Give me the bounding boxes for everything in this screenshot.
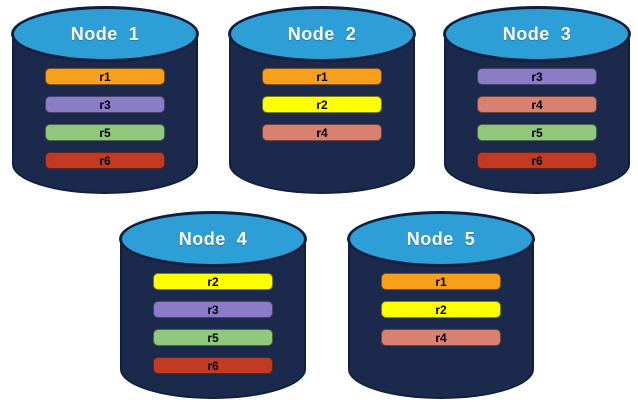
replica-label: r5 bbox=[207, 330, 219, 345]
replica-list: r1 r3 r5 r6 bbox=[11, 68, 199, 169]
cylinder-top: Node 3 bbox=[443, 6, 631, 62]
replica-label: r1 bbox=[435, 274, 447, 289]
replica-bar-r6: r6 bbox=[45, 152, 165, 169]
replica-bar-r1: r1 bbox=[45, 68, 165, 85]
node-title: Node 3 bbox=[502, 23, 572, 44]
replica-bar-r6: r6 bbox=[477, 152, 597, 169]
replica-label: r3 bbox=[207, 302, 219, 317]
replica-bar-r5: r5 bbox=[153, 329, 273, 346]
replica-bar-r3: r3 bbox=[153, 301, 273, 318]
db-node-4: Node 4 r2 r3 r5 r6 bbox=[119, 211, 307, 401]
replica-label: r4 bbox=[316, 125, 328, 140]
replica-bar-r3: r3 bbox=[477, 68, 597, 85]
replica-bar-r4: r4 bbox=[477, 96, 597, 113]
replica-bar-r2: r2 bbox=[262, 96, 382, 113]
cylinder-top: Node 4 bbox=[119, 211, 307, 267]
replica-label: r1 bbox=[99, 69, 111, 84]
replica-label: r3 bbox=[531, 69, 543, 84]
replica-label: r3 bbox=[99, 97, 111, 112]
replica-label: r6 bbox=[207, 358, 219, 373]
replica-bar-r5: r5 bbox=[45, 124, 165, 141]
replica-list: r1 r2 r4 bbox=[228, 68, 416, 141]
cylinder-top: Node 2 bbox=[228, 6, 416, 62]
replica-bar-r2: r2 bbox=[381, 301, 501, 318]
replica-label: r4 bbox=[531, 97, 543, 112]
db-node-5: Node 5 r1 r2 r4 bbox=[347, 211, 535, 401]
replica-bar-r3: r3 bbox=[45, 96, 165, 113]
replica-bar-r4: r4 bbox=[381, 329, 501, 346]
replica-label: r2 bbox=[207, 274, 219, 289]
replica-label: r1 bbox=[316, 69, 328, 84]
node-title: Node 1 bbox=[70, 23, 140, 44]
replica-label: r5 bbox=[531, 125, 543, 140]
db-node-2: Node 2 r1 r2 r4 bbox=[228, 6, 416, 196]
db-node-3: Node 3 r3 r4 r5 r6 bbox=[443, 6, 631, 196]
replica-label: r6 bbox=[99, 153, 111, 168]
replica-list: r2 r3 r5 r6 bbox=[119, 273, 307, 374]
node-title: Node 5 bbox=[406, 228, 476, 249]
replica-label: r5 bbox=[99, 125, 111, 140]
replica-bar-r5: r5 bbox=[477, 124, 597, 141]
cylinder-top: Node 5 bbox=[347, 211, 535, 267]
replica-bar-r2: r2 bbox=[153, 273, 273, 290]
replica-label: r2 bbox=[435, 302, 447, 317]
node-title: Node 2 bbox=[287, 23, 357, 44]
replica-bar-r1: r1 bbox=[262, 68, 382, 85]
replica-bar-r4: r4 bbox=[262, 124, 382, 141]
db-node-1: Node 1 r1 r3 r5 r6 bbox=[11, 6, 199, 196]
replica-list: r1 r2 r4 bbox=[347, 273, 535, 346]
replica-label: r4 bbox=[435, 330, 447, 345]
replica-bar-r6: r6 bbox=[153, 357, 273, 374]
replica-list: r3 r4 r5 r6 bbox=[443, 68, 631, 169]
node-title: Node 4 bbox=[178, 228, 248, 249]
replica-bar-r1: r1 bbox=[381, 273, 501, 290]
replica-label: r2 bbox=[316, 97, 328, 112]
replica-label: r6 bbox=[531, 153, 543, 168]
cylinder-top: Node 1 bbox=[11, 6, 199, 62]
